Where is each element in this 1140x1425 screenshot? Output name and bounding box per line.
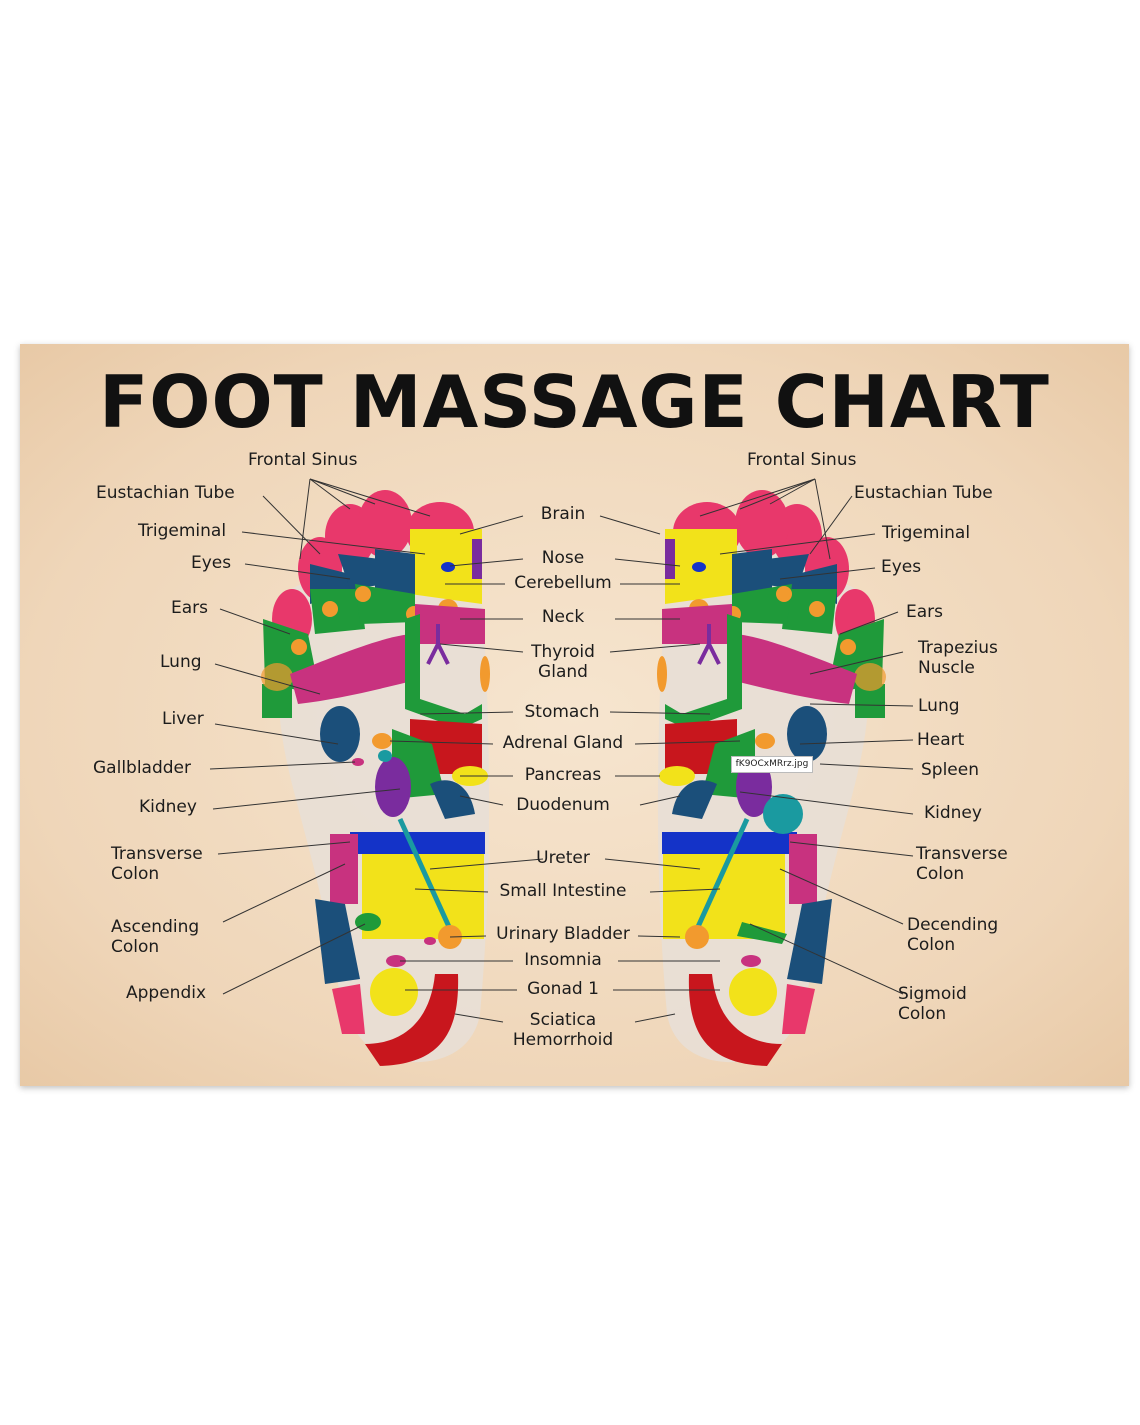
label-brain: Brain [541, 504, 586, 524]
label-left-eyes: Eyes [191, 553, 231, 573]
label-neck: Neck [542, 607, 584, 627]
label-pancreas: Pancreas [525, 765, 601, 785]
label-small-intestine: Small Intestine [499, 881, 626, 901]
label-right-kidney: Kidney [924, 803, 982, 823]
left-kidney-organ [375, 757, 411, 817]
label-right-eyes: Eyes [881, 557, 921, 577]
label-right-heart: Heart [917, 730, 964, 750]
label-urinary-bladder: Urinary Bladder [496, 924, 630, 944]
right-foot [657, 490, 886, 1066]
label-gonad: Gonad 1 [527, 979, 599, 999]
label-left-liver: Liver [162, 709, 204, 729]
label-left-appendix: Appendix [126, 983, 206, 1003]
label-right-trigeminal: Trigeminal [882, 523, 970, 543]
filename-tag: fK9OCxMRrz.jpg [731, 756, 813, 773]
label-left-trigeminal: Trigeminal [138, 521, 226, 541]
label-right-eustachian-tube: Eustachian Tube [854, 483, 993, 503]
foot-massage-poster: FOOT MASSAGE CHART [20, 344, 1129, 1086]
label-ureter: Ureter [536, 848, 590, 868]
label-duodenum: Duodenum [516, 795, 610, 815]
label-left-frontal-sinus: Frontal Sinus [248, 450, 357, 470]
label-left-lung: Lung [160, 652, 202, 672]
label-right-lung: Lung [918, 696, 960, 716]
label-stomach: Stomach [525, 702, 600, 722]
right-spleen-mark [763, 794, 803, 834]
left-gonad [370, 968, 418, 1016]
left-liver [320, 706, 360, 762]
label-left-kidney: Kidney [139, 797, 197, 817]
label-left-eustachian-tube: Eustachian Tube [96, 483, 235, 503]
label-right-ears: Ears [906, 602, 943, 622]
left-foot [261, 490, 490, 1066]
label-right-frontal-sinus: Frontal Sinus [747, 450, 856, 470]
label-left-gallbladder: Gallbladder [93, 758, 191, 778]
label-nose: Nose [542, 548, 584, 568]
label-left-ears: Ears [171, 598, 208, 618]
label-right-spleen: Spleen [921, 760, 979, 780]
label-insomnia: Insomnia [524, 950, 602, 970]
label-cerebellum: Cerebellum [514, 573, 611, 593]
label-adrenal-gland: Adrenal Gland [503, 733, 623, 753]
